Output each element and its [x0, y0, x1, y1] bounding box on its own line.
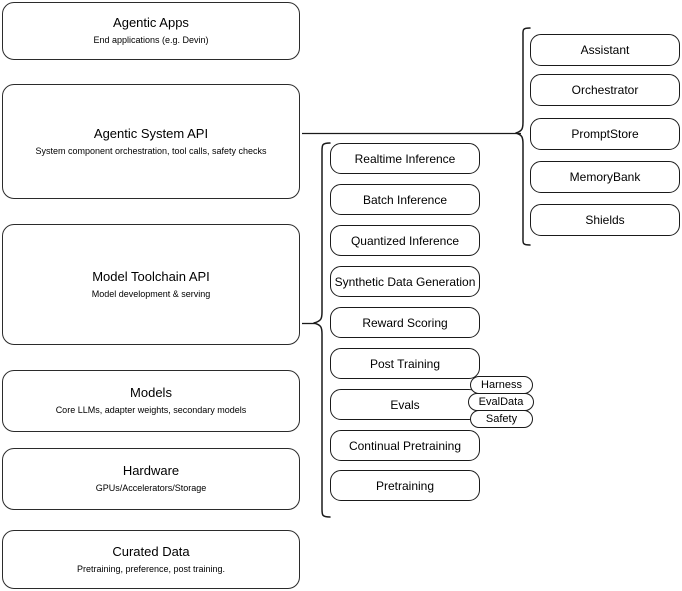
component-box-memorybank[interactable]: MemoryBank: [530, 161, 680, 193]
capability-box-batch-inference[interactable]: Batch Inference: [330, 184, 480, 215]
layer-subtitle: End applications (e.g. Devin): [93, 35, 209, 45]
layer-subtitle: System component orchestration, tool cal…: [35, 145, 267, 156]
capability-box-pretraining[interactable]: Pretraining: [330, 470, 480, 501]
capability-box-synthetic-data-generation[interactable]: Synthetic Data Generation: [330, 266, 480, 297]
layer-box-hardware[interactable]: Hardware GPUs/Accelerators/Storage: [2, 448, 300, 510]
brace-toolchain-capabilities: [313, 142, 331, 518]
layer-box-curated-data[interactable]: Curated Data Pretraining, preference, po…: [2, 530, 300, 589]
component-box-orchestrator[interactable]: Orchestrator: [530, 74, 680, 106]
layer-box-agentic-apps[interactable]: Agentic Apps End applications (e.g. Devi…: [2, 2, 300, 60]
layer-subtitle: Model development & serving: [91, 288, 211, 299]
layer-box-model-toolchain-api[interactable]: Model Toolchain API Model development & …: [2, 224, 300, 345]
layer-title: Curated Data: [112, 543, 190, 559]
layer-title: Agentic System API: [93, 125, 209, 141]
layer-title: Model Toolchain API: [92, 268, 210, 284]
evals-badge-harness[interactable]: Harness: [470, 376, 533, 394]
capability-box-evals[interactable]: Evals: [330, 389, 480, 420]
capability-box-quantized-inference[interactable]: Quantized Inference: [330, 225, 480, 256]
capability-box-realtime-inference[interactable]: Realtime Inference: [330, 143, 480, 174]
evals-badge-safety[interactable]: Safety: [470, 410, 533, 428]
evals-badge-evaldata[interactable]: EvalData: [468, 393, 534, 411]
capability-box-reward-scoring[interactable]: Reward Scoring: [330, 307, 480, 338]
layer-box-agentic-system-api[interactable]: Agentic System API System component orch…: [2, 84, 300, 199]
layer-box-models[interactable]: Models Core LLMs, adapter weights, secon…: [2, 370, 300, 432]
capability-box-continual-pretraining[interactable]: Continual Pretraining: [330, 430, 480, 461]
layer-title: Agentic Apps: [113, 15, 189, 30]
layer-subtitle: GPUs/Accelerators/Storage: [95, 483, 207, 493]
layer-subtitle: Pretraining, preference, post training.: [76, 563, 226, 574]
layer-subtitle: Core LLMs, adapter weights, secondary mo…: [55, 405, 247, 415]
layer-title: Models: [130, 385, 172, 400]
component-box-promptstore[interactable]: PromptStore: [530, 118, 680, 150]
component-box-shields[interactable]: Shields: [530, 204, 680, 236]
component-box-assistant[interactable]: Assistant: [530, 34, 680, 66]
capability-box-post-training[interactable]: Post Training: [330, 348, 480, 379]
brace-system-components: [515, 27, 531, 246]
layer-title: Hardware: [122, 463, 180, 478]
